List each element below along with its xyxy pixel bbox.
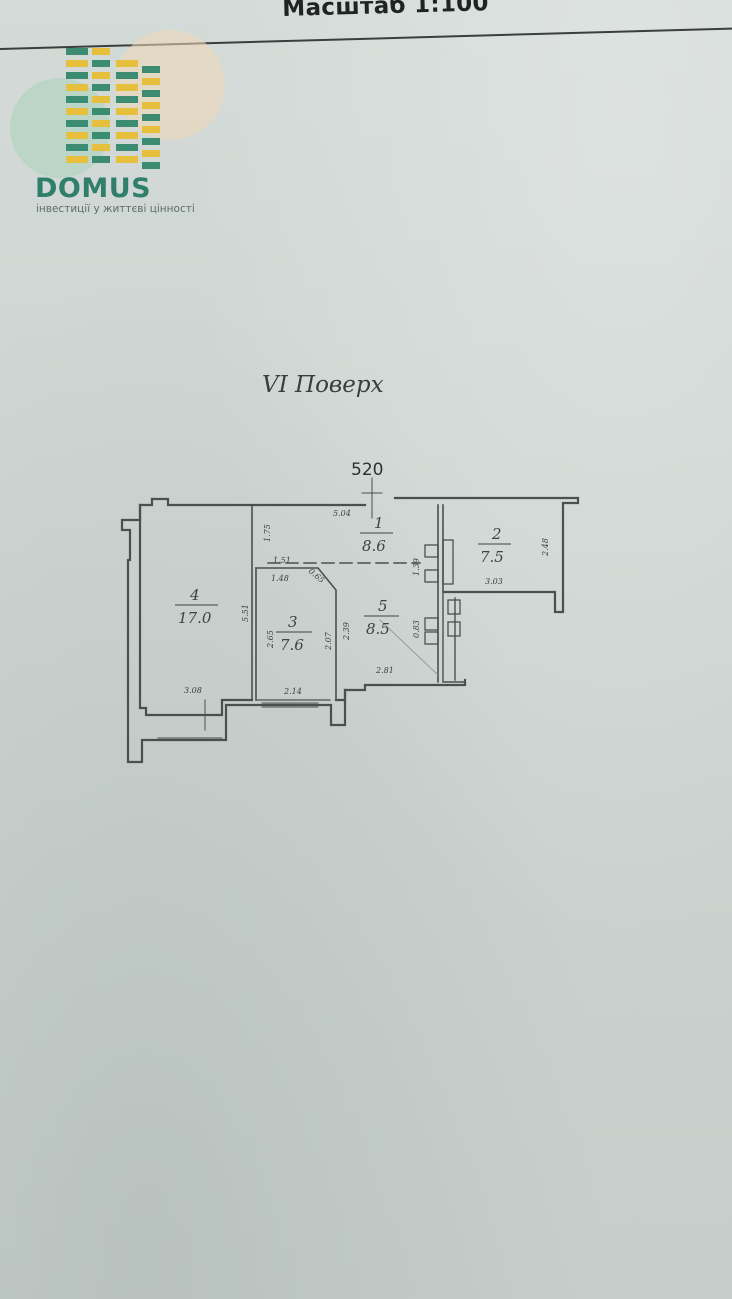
room-1-area: 8.6 [362, 537, 386, 555]
logo-tagline: інвестиції у життєві цінності [36, 203, 195, 215]
dim-room3-top-outer: 1.51 [273, 556, 291, 565]
floor-title: VI Поверх [262, 372, 384, 398]
room-5-area: 8.5 [366, 620, 390, 638]
room-4-area: 17.0 [178, 609, 212, 627]
domus-logo: DOMUS інвестиції у життєві цінності [8, 20, 228, 220]
dim-room3-right-a: 2.07 [324, 631, 333, 651]
dim-room2-width: 3.03 [485, 577, 503, 586]
room-4-number: 4 [189, 586, 200, 604]
dim-room3-top-inner: 1.48 [271, 574, 289, 583]
plan-walls [120, 477, 580, 764]
building-blocks-icon [66, 48, 160, 169]
dim-top-corridor: 5.04 [333, 509, 351, 518]
dim-room3-right-b: 2.39 [342, 622, 351, 641]
dim-room5-right-a: 1.39 [412, 558, 421, 576]
dim-room3-diagonal: 0.65 [307, 567, 326, 585]
room-2-number: 2 [491, 525, 502, 543]
logo-brand: DOMUS [35, 173, 152, 204]
dim-room5-right-b: 0.83 [412, 620, 421, 638]
room-3-number: 3 [288, 613, 298, 631]
dim-room2-height: 2.48 [541, 538, 550, 557]
dim-room3-left: 2.65 [266, 630, 275, 649]
domus-logo-graphic [10, 30, 225, 178]
dim-corridor-left: 1.75 [263, 524, 272, 542]
building-code: 520 [351, 460, 383, 480]
room-3-area: 7.6 [280, 636, 304, 654]
dim-room5-bottom: 2.81 [375, 666, 394, 675]
dim-room4-height: 5.51 [241, 604, 250, 622]
dim-room3-bottom: 2.14 [283, 687, 302, 696]
room-2-area: 7.5 [480, 548, 504, 566]
room-1-number: 1 [374, 514, 384, 532]
room-5-number: 5 [378, 597, 388, 615]
dim-room4-bottom: 3.08 [184, 686, 202, 695]
